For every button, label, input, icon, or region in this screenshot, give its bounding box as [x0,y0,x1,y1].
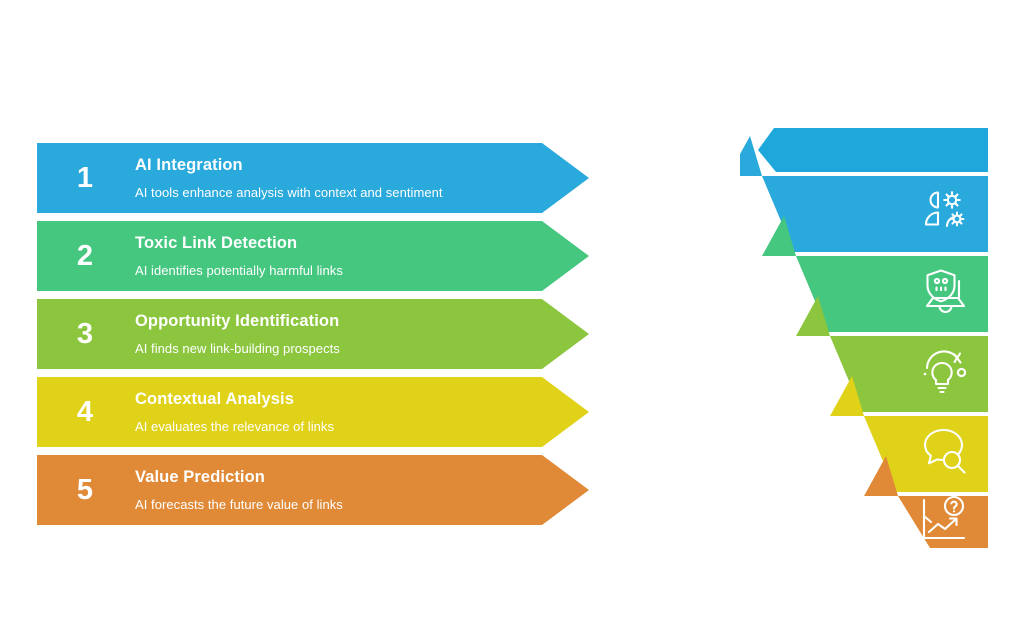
step-number: 3 [76,317,94,350]
funnel-band[interactable] [898,496,988,548]
step-title: AI Integration [135,155,243,174]
funnel-shapes [740,128,988,548]
steps-list: 1 AI Integration AI tools enhance analysis… [37,143,589,525]
step-row[interactable]: 5 Value Prediction AI forecasts the future… [37,455,589,525]
step-text-block: Contextual Analysis AI evaluates the rele… [135,377,549,447]
step-title: Contextual Analysis [135,389,294,408]
step-text-block: AI Integration AI tools enhance analysis … [135,143,549,213]
step-row[interactable]: 4 Contextual Analysis AI evaluates the rel… [37,377,589,447]
funnel-graphic [740,88,1000,558]
step-subtitle: AI forecasts the future value of links [135,496,343,512]
step-number: 2 [76,239,94,272]
step-text-block: Opportunity Identification AI finds new l… [135,299,549,369]
step-row[interactable]: 3 Opportunity Identification AI finds new … [37,299,589,369]
step-title: Opportunity Identification [135,311,340,330]
funnel-band-tab [796,296,830,336]
step-subtitle: AI evaluates the relevance of links [135,418,335,434]
step-subtitle: AI finds new link-building prospects [135,340,340,356]
funnel-band-tab [864,456,898,496]
step-title: Value Prediction [135,467,265,486]
funnel-band-tab [830,376,864,416]
step-row[interactable]: 1 AI Integration AI tools enhance analysis… [37,143,589,213]
step-subtitle: AI tools enhance analysis with context a… [135,184,443,200]
funnel-cap [758,128,988,172]
step-title: Toxic Link Detection [135,233,298,252]
step-number: 1 [76,161,94,194]
step-row[interactable]: 2 Toxic Link Detection AI identifies poten… [37,221,589,291]
step-text-block: Toxic Link Detection AI identifies potent… [135,221,549,291]
step-number: 5 [76,473,94,506]
funnel-band[interactable] [762,176,988,252]
step-text-block: Value Prediction AI forecasts the future … [135,455,549,525]
step-number: 4 [76,395,94,428]
funnel-band-tab [740,136,762,176]
step-subtitle: AI identifies potentially harmful links [135,262,343,278]
funnel-band-tab [762,216,796,256]
